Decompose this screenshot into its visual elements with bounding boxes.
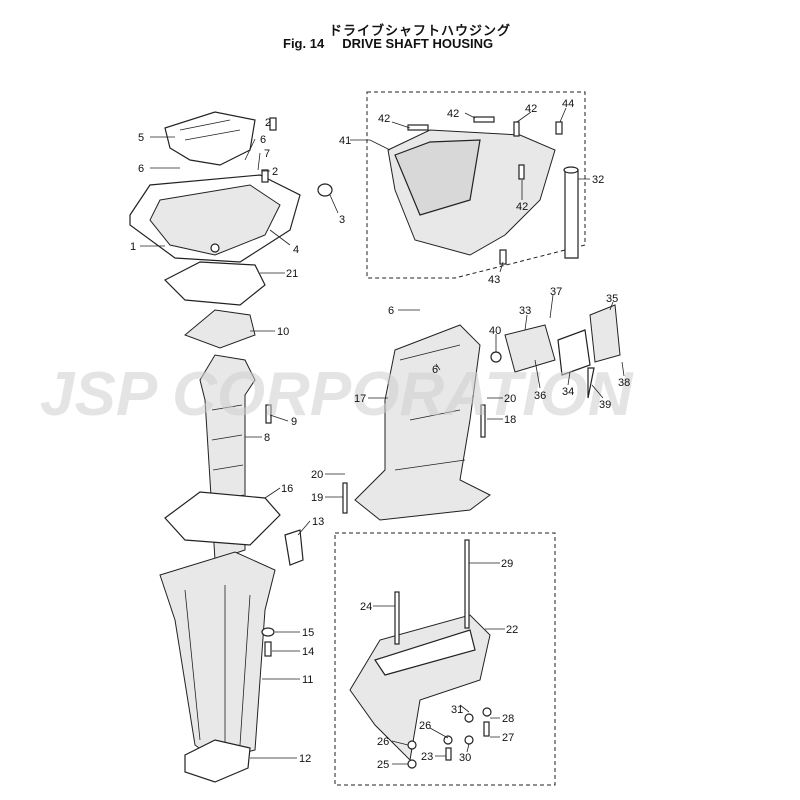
- callout-24: 24: [360, 601, 372, 613]
- callout-38: 38: [618, 377, 630, 389]
- callout-9: 9: [291, 416, 297, 428]
- callout-12: 12: [299, 753, 311, 765]
- figure-title-text: DRIVE SHAFT HOUSING: [342, 36, 494, 51]
- callout-21: 21: [286, 268, 298, 280]
- callout-36: 36: [534, 390, 546, 402]
- part-pin-39: [587, 367, 595, 399]
- callout-15: 15: [302, 627, 314, 639]
- part-oil-pan-22: [349, 614, 491, 762]
- callout-14: 14: [302, 646, 314, 658]
- part-housing-11: [159, 551, 276, 761]
- part-bracket-33: [504, 324, 556, 373]
- part-stud-24-29: [394, 539, 470, 645]
- callout-26: 26: [377, 736, 389, 748]
- part-cover-plate: [164, 111, 256, 166]
- callout-6: 6: [432, 364, 438, 376]
- watermark: JSP CORPORATION: [40, 360, 634, 429]
- callout-20: 20: [311, 469, 323, 481]
- callout-42: 42: [378, 113, 390, 125]
- callout-4: 4: [293, 244, 299, 256]
- callout-6: 6: [260, 134, 266, 146]
- callout-44: 44: [562, 98, 574, 110]
- group-box-upper: [366, 91, 586, 279]
- callout-42: 42: [447, 108, 459, 120]
- callout-2: 2: [272, 166, 278, 178]
- callout-40: 40: [489, 325, 501, 337]
- callout-13: 13: [312, 516, 324, 528]
- part-bracket-13: [284, 529, 304, 566]
- callout-6: 6: [388, 305, 394, 317]
- callout-19: 19: [311, 492, 323, 504]
- callout-29: 29: [501, 558, 513, 570]
- part-bolt-9: [265, 404, 272, 424]
- title-japanese: ドライブシャフトハウジング: [328, 23, 511, 38]
- figure-number: Fig. 14: [283, 36, 325, 51]
- part-gasket-16: [164, 491, 281, 546]
- callout-7: 7: [264, 148, 270, 160]
- callout-1: 1: [130, 241, 136, 253]
- part-gasket-seal-4: [129, 174, 301, 263]
- callout-25: 25: [377, 759, 389, 771]
- callout-43: 43: [488, 274, 500, 286]
- part-plate-10: [184, 309, 256, 349]
- callout-5: 5: [138, 132, 144, 144]
- part-apron-41: [387, 129, 556, 256]
- callout-11: 11: [302, 674, 313, 686]
- part-bolt-18-19: [342, 404, 486, 514]
- callout-20: 20: [504, 393, 516, 405]
- leader-lines: [140, 107, 625, 765]
- callout-41: 41: [339, 135, 351, 147]
- callout-32: 32: [592, 174, 604, 186]
- callout-33: 33: [519, 305, 531, 317]
- group-box-lower: [334, 532, 556, 786]
- callout-34: 34: [562, 386, 574, 398]
- part-tube-32: [563, 166, 579, 259]
- callout-42: 42: [525, 103, 537, 115]
- part-drive-shaft-housing-17: [354, 324, 491, 521]
- callout-8: 8: [264, 432, 270, 444]
- part-bolt-44: [555, 121, 563, 135]
- callout-17: 17: [354, 393, 366, 405]
- part-cover-34: [557, 329, 591, 376]
- figure-title: Fig. 14 DRIVE SHAFT HOUSING: [283, 36, 511, 51]
- callout-16: 16: [281, 483, 293, 495]
- callout-18: 18: [504, 414, 516, 426]
- part-plug-3: [317, 183, 333, 197]
- callout-23: 23: [421, 751, 433, 763]
- callout-3: 3: [339, 214, 345, 226]
- callout-30: 30: [459, 752, 471, 764]
- callout-2: 2: [265, 117, 271, 129]
- callout-39: 39: [599, 399, 611, 411]
- callout-6: 6: [138, 163, 144, 175]
- callout-27: 27: [502, 732, 514, 744]
- callout-31: 31: [451, 704, 463, 716]
- callout-28: 28: [502, 713, 514, 725]
- callout-22: 22: [506, 624, 518, 636]
- callout-26: 26: [419, 720, 431, 732]
- part-bolt-43: [499, 249, 507, 265]
- callout-42: 42: [516, 201, 528, 213]
- callout-labels: 2 5 6 7 6 2 3 1 4 21 10 9 8 16 13 15 14 …: [130, 98, 630, 771]
- callout-37: 37: [550, 286, 562, 298]
- part-seal-35: [589, 304, 621, 363]
- part-gasket-21: [163, 261, 266, 306]
- part-gasket-12: [184, 739, 251, 783]
- part-bolt-2: [261, 117, 277, 183]
- part-bolt-14-15: [261, 627, 275, 657]
- part-rubber-42: [407, 116, 525, 180]
- callout-35: 35: [606, 293, 618, 305]
- callout-10: 10: [277, 326, 289, 338]
